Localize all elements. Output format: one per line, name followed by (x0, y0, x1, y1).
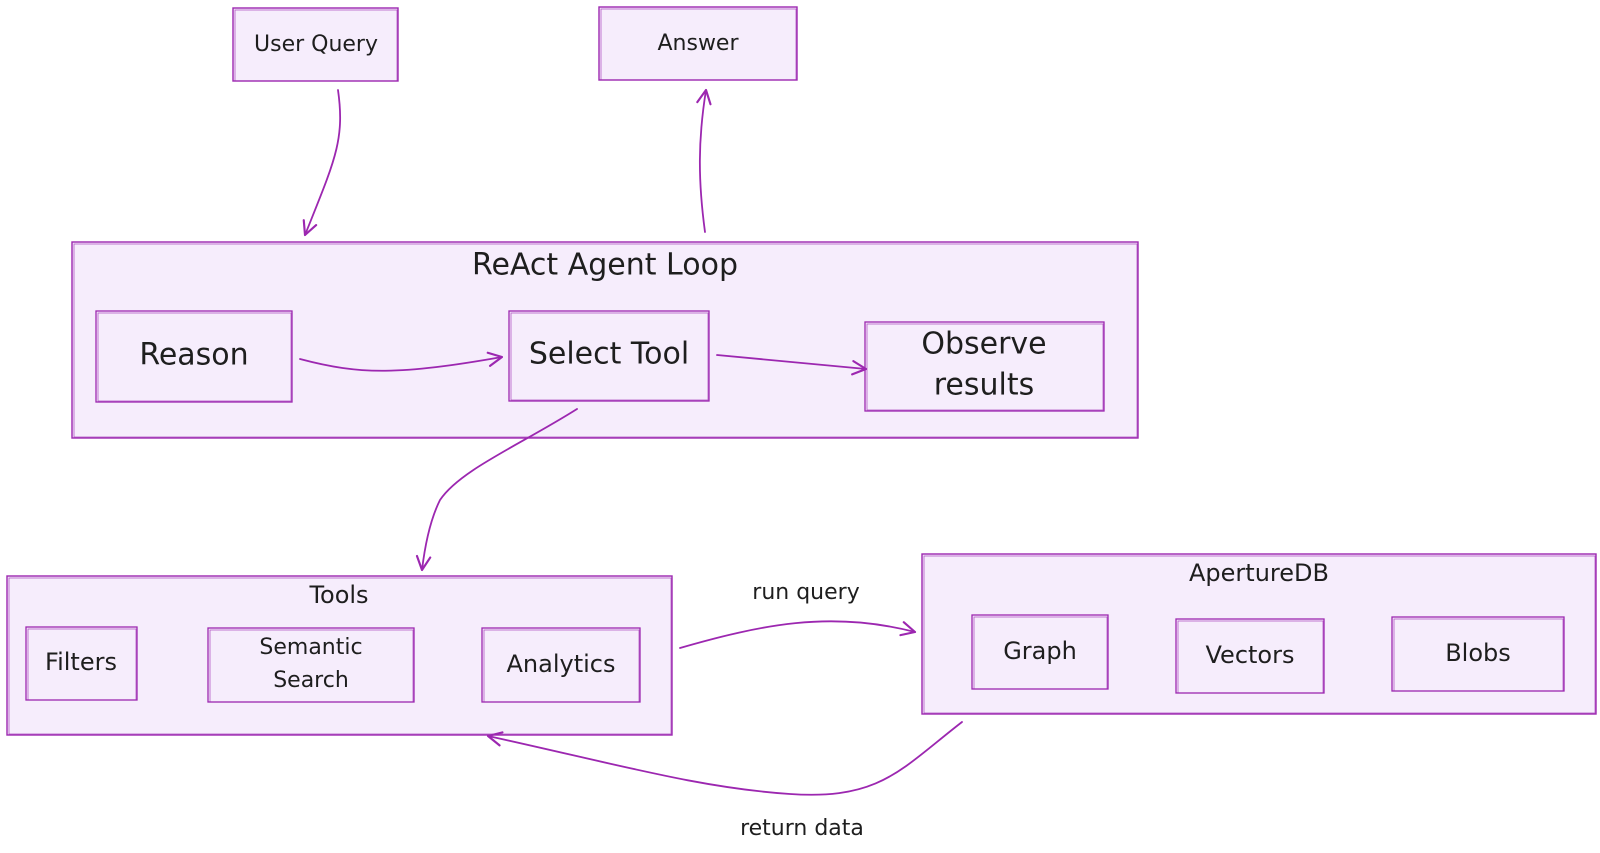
arrow-query-to-loop (302, 89, 341, 237)
blobs-node: Blobs (1391, 616, 1565, 692)
semantic-search-node: Semantic Search (207, 627, 415, 703)
answer-label: Answer (657, 31, 739, 56)
react-agent-loop-title: ReAct Agent Loop (472, 248, 738, 283)
answer-node: Answer (598, 6, 798, 81)
select-tool-label: Select Tool (529, 337, 689, 372)
aperturedb-title: ApertureDB (1189, 559, 1329, 587)
arrow-loop-to-answer (696, 88, 712, 233)
tools-title: Tools (308, 581, 368, 609)
user-query-label: User Query (254, 32, 378, 57)
arrow-run-query (679, 620, 917, 649)
analytics-label: Analytics (507, 650, 616, 678)
arrow-select-to-observe (716, 354, 868, 376)
tools-group: Tools Filters Semantic Search Analytics (6, 575, 673, 736)
react-agent-loop-group: ReAct Agent Loop Reason Select Tool Obse… (71, 241, 1139, 439)
aperturedb-group: ApertureDB Graph Vectors Blobs (921, 553, 1597, 715)
observe-label-line2: results (934, 368, 1035, 403)
graph-label: Graph (1003, 637, 1077, 665)
select-tool-node: Select Tool (508, 310, 710, 402)
vectors-label: Vectors (1206, 641, 1295, 669)
filters-label: Filters (45, 648, 117, 676)
user-query-node: User Query (232, 7, 399, 82)
observe-label-line1: Observe (921, 327, 1046, 362)
analytics-node: Analytics (481, 627, 641, 703)
arrow-select-to-tools (415, 408, 578, 572)
semantic-label-line2: Search (273, 668, 349, 693)
reason-label: Reason (139, 338, 248, 373)
reason-node: Reason (95, 310, 293, 403)
vectors-node: Vectors (1175, 618, 1325, 694)
run-query-label: run query (752, 580, 859, 605)
arrow-return-data (486, 721, 963, 796)
filters-node: Filters (25, 626, 138, 701)
blobs-label: Blobs (1445, 639, 1511, 667)
return-data-label: return data (740, 816, 864, 841)
graph-node: Graph (971, 614, 1109, 690)
semantic-label-line1: Semantic (259, 635, 362, 660)
observe-results-node: Observe results (864, 321, 1105, 412)
arrow-reason-to-select (299, 351, 504, 372)
